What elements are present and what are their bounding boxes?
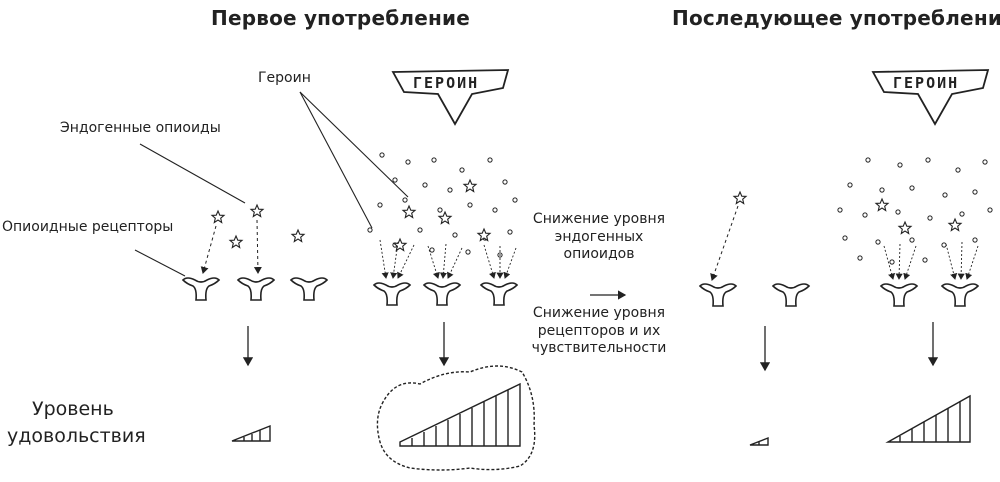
- heroin-badge-1: [391, 69, 510, 126]
- heroin-particles-first: [367, 152, 518, 258]
- heroin-badge-text-1: ГЕРОИН: [413, 74, 480, 92]
- label-pleasure-level-line2: удовольствия: [7, 425, 146, 447]
- endogenous-stars-first: [211, 204, 305, 249]
- note-decrease-endogenous-line1: Снижение уровня: [532, 211, 666, 227]
- heroin-particles-subsequent: [837, 157, 993, 265]
- pointer-lines: [134, 91, 409, 277]
- pleasure-meter-first-large: [376, 365, 536, 471]
- label-opioid-receptors: Опиоидные рецепторы: [2, 219, 174, 235]
- heroin-badge-2: [871, 69, 990, 126]
- note-decrease-endogenous-line3: опиоидов: [563, 246, 635, 262]
- pleasure-meter-subsequent-medium: [885, 394, 971, 443]
- pleasure-meter-subsequent-tiny: [749, 436, 769, 446]
- note-decrease-receptors-line3: чувствительности: [531, 340, 667, 356]
- down-arrows: [242, 322, 939, 372]
- pleasure-meter-first-small: [231, 424, 271, 442]
- receptors-first-heroin: [373, 282, 518, 306]
- endogenous-arrow-subsequent: [710, 205, 739, 281]
- note-decrease-endogenous: Снижение уровня эндогенных опиоидов: [524, 211, 674, 264]
- note-decrease-receptors-line2: рецепторов и их: [537, 322, 661, 339]
- endogenous-star-subsequent: [733, 191, 747, 205]
- title-subsequent-use: Последующее употребление: [672, 6, 1000, 30]
- label-pleasure-level-line1: Уровень: [32, 398, 114, 420]
- note-decrease-receptors-line1: Снижение уровня: [532, 305, 666, 321]
- receptors-first-left: [182, 277, 328, 301]
- title-first-use: Первое употребление: [211, 6, 470, 30]
- endogenous-arrows-first: [200, 219, 262, 274]
- heroin-arrows-first: [379, 239, 517, 279]
- receptors-subsequent-heroin: [880, 283, 979, 307]
- receptors-subsequent-left: [699, 283, 810, 307]
- note-decrease-endogenous-line2: эндогенных: [554, 228, 644, 245]
- heroin-badge-text-2: ГЕРОИН: [893, 74, 960, 92]
- label-heroin: Героин: [258, 70, 311, 86]
- note-decrease-receptors: Снижение уровня рецепторов и их чувствит…: [524, 305, 674, 358]
- heroin-arrows-subsequent: [883, 241, 979, 280]
- label-endogenous-opioids: Эндогенные опиоиды: [60, 120, 221, 136]
